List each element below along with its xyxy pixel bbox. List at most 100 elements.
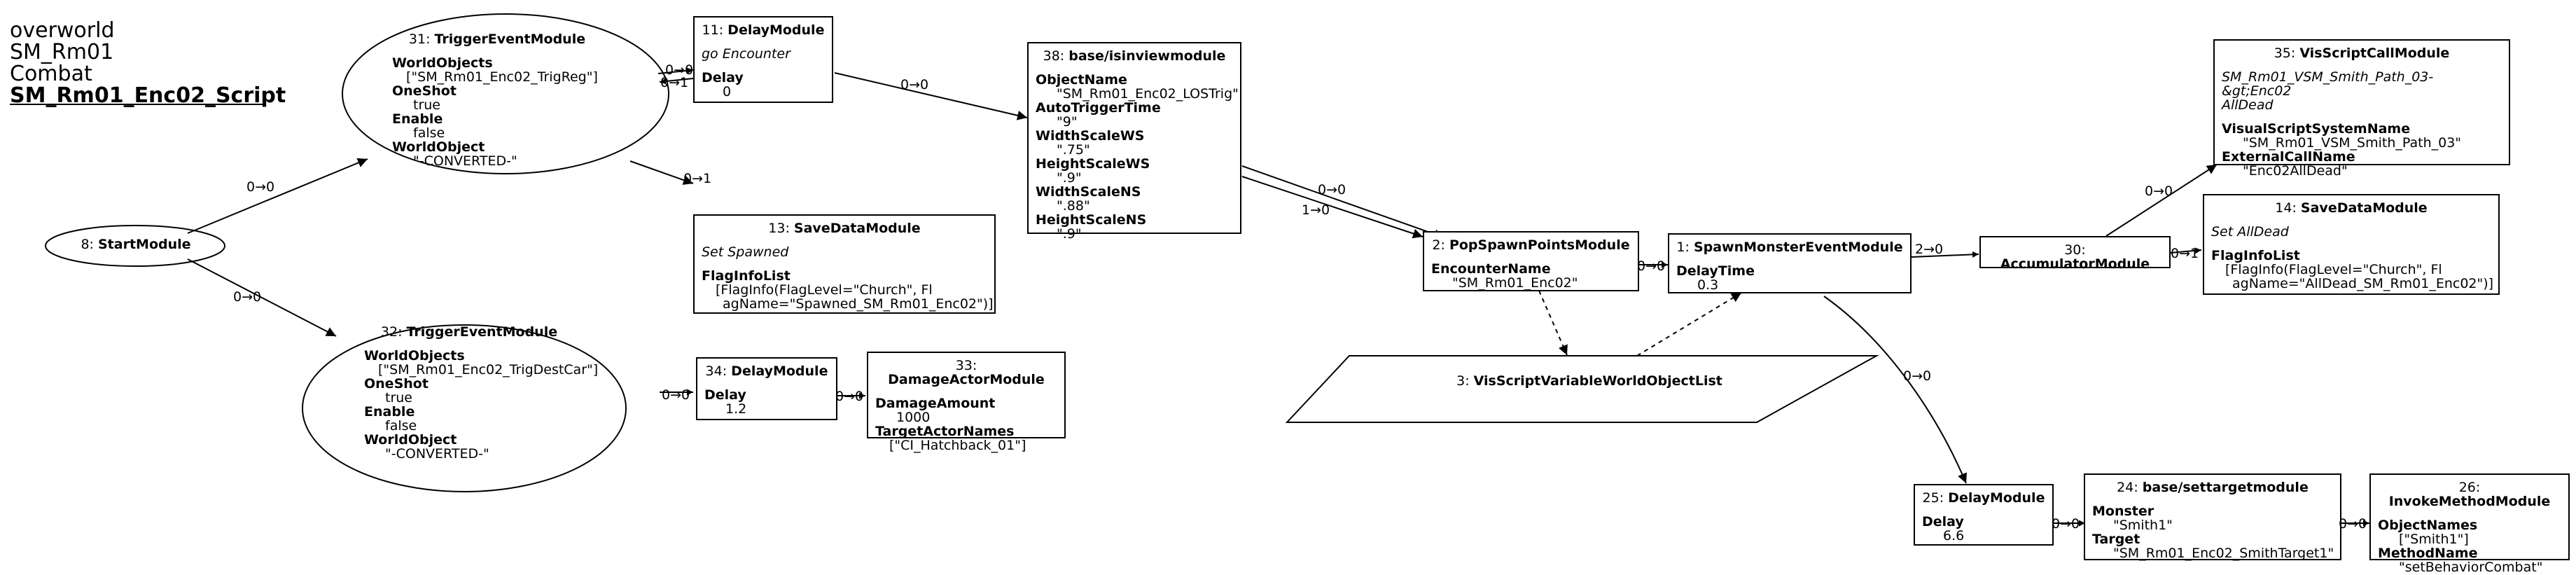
node-38-key-1: ObjectName [1036, 72, 1127, 88]
node-35-id: 35: [2274, 46, 2296, 61]
title-line-2: SM_Rm01 [10, 40, 114, 64]
edge-label-38-2a: 0→0 [1318, 182, 1346, 198]
node-14-key-1: FlagInfoList [2211, 248, 2300, 263]
node-33-val-1: 1000 [896, 410, 931, 425]
node-1-val-1: 0.3 [1697, 277, 1719, 293]
node-14-val-1a: [FlagInfo(FlagLevel="Church", Fl [2225, 262, 2442, 277]
node-8-name: StartModule [98, 237, 191, 252]
node-11-val-1: 0 [723, 84, 732, 99]
node-14-id: 14: [2275, 200, 2297, 216]
node-31-val-4: "-CONVERTED-" [413, 153, 517, 169]
node-25-name: DelayModule [1948, 490, 2045, 506]
node-38-id: 38: [1043, 48, 1065, 64]
node-32-val-3: false [385, 418, 417, 434]
node-11-key-1: Delay [702, 70, 744, 85]
edge-label-8-31: 0→0 [246, 179, 275, 195]
edge-30-35 [2105, 164, 2218, 237]
node-11-name: DelayModule [727, 22, 825, 38]
node-3-shape[interactable] [1285, 355, 1879, 423]
edge-label-30-14: 0→1 [2171, 246, 2199, 261]
node-14[interactable]: 14: SaveDataModule Set AllDead FlagInfoL… [2203, 194, 2500, 295]
node-13-name: SaveDataModule [793, 221, 921, 236]
node-35-val-2: "Enc02AllDead" [2243, 163, 2348, 179]
node-32-key-4: WorldObject [364, 432, 457, 448]
node-8-shape[interactable] [45, 225, 225, 267]
node-13[interactable]: 13: SaveDataModule Set Spawned FlagInfoL… [693, 214, 996, 314]
node-26-id: 26: [2458, 480, 2481, 495]
node-38-val-3: ".75" [1057, 142, 1090, 158]
node-11[interactable]: 11: DelayModule go Encounter Delay 0 [693, 16, 833, 103]
node-33-name: DamageActorModule [888, 372, 1045, 387]
node-2-key-1: EncounterName [1431, 261, 1551, 277]
edge-31-13 [629, 160, 694, 185]
edge-label-11-31: 0→1 [660, 75, 689, 90]
node-2[interactable]: 2: PopSpawnPointsModule EncounterName "S… [1423, 231, 1639, 291]
node-31-key-1: WorldObjects [392, 55, 493, 71]
graph-title: overworld SM_Rm01 Combat SM_Rm01_Enc02_S… [10, 20, 286, 106]
node-3-id: 3: [1456, 373, 1470, 389]
node-33[interactable]: 33: DamageActorModule DamageAmount 1000 … [867, 352, 1066, 452]
title-underline [10, 104, 266, 105]
node-14-comment: Set AllDead [2211, 224, 2289, 240]
node-34-name: DelayModule [731, 363, 828, 379]
node-26-key-1: ObjectNames [2378, 518, 2478, 533]
node-8-id: 8: [81, 237, 94, 252]
node-35-key-2: ExternalCallName [2222, 149, 2355, 165]
node-34-id: 34: [705, 363, 727, 379]
edge-label-25-24: 0→0 [2052, 516, 2080, 532]
node-31-shape[interactable] [342, 13, 669, 174]
node-33-key-1: DamageAmount [875, 396, 996, 411]
node-38[interactable]: 38: base/isinviewmodule ObjectName "SM_R… [1027, 42, 1241, 241]
node-14-name: SaveDataModule [2300, 200, 2428, 216]
edge-30-14 [2170, 247, 2202, 254]
node-31-id: 31: [408, 32, 431, 47]
node-3-label: 3: VisScriptVariableWorldObjectList [1372, 374, 1806, 388]
node-38-key-2: AutoTriggerTime [1036, 100, 1161, 116]
node-1[interactable]: 1: SpawnMonsterEventModule DelayTime 0.3 [1668, 233, 1912, 293]
node-24-key-2: Target [2092, 532, 2140, 547]
node-33-id: 33: [955, 358, 977, 373]
node-25[interactable]: 25: DelayModule Delay 6.6 [1914, 484, 2054, 546]
node-35[interactable]: 35: VisScriptCallModule SM_Rm01_VSM_Smit… [2213, 39, 2510, 178]
node-38-key-5: WidthScaleNS [1036, 184, 1141, 200]
node-34[interactable]: 34: DelayModule Delay 1.2 [696, 357, 837, 420]
node-11-comment: go Encounter [702, 46, 791, 62]
node-24-id: 24: [2117, 480, 2138, 495]
node-32-key-1: WorldObjects [364, 348, 465, 363]
node-31-val-3: false [413, 125, 445, 141]
node-26[interactable]: 26: InvokeMethodModule ObjectNames ["Smi… [2369, 473, 2570, 574]
node-24[interactable]: 24: base/settargetmodule Monster "Smith1… [2084, 473, 2341, 560]
edge-label-1-30: 2→0 [1915, 242, 1944, 257]
node-13-id: 13: [768, 221, 790, 236]
node-38-name: base/isinviewmodule [1068, 48, 1226, 64]
node-13-val-1b: agName="Spawned_SM_Rm01_Enc02")] [723, 296, 994, 312]
edge-1-30 [1911, 251, 1979, 258]
node-38-val-5: ".88" [1057, 198, 1090, 214]
node-32-shape[interactable] [302, 324, 627, 492]
edge-8-31 [187, 158, 368, 234]
title-line-3: Combat [10, 62, 92, 86]
node-31-val-1: ["SM_Rm01_Enc02_TrigReg"] [406, 69, 598, 85]
node-38-val-6: ".9" [1057, 226, 1082, 242]
node-30-id: 30: [2064, 242, 2086, 258]
edge-label-2-1: 0→0 [1637, 258, 1666, 274]
node-13-comment: Set Spawned [702, 244, 789, 260]
edge-31-11 [657, 67, 694, 74]
edge-3-1 [1636, 292, 1742, 356]
node-32-val-4: "-CONVERTED-" [385, 446, 489, 462]
title-line-1: overworld [10, 18, 115, 43]
node-33-val-2: ["CI_Hatchback_01"] [889, 438, 1026, 453]
node-26-key-2: MethodName [2378, 546, 2478, 561]
node-26-name: InvokeMethodModule [2388, 494, 2551, 509]
node-32-val-1: ["SM_Rm01_Enc02_TrigDestCar"] [378, 362, 599, 377]
node-35-val-1: "SM_Rm01_VSM_Smith_Path_03" [2243, 135, 2462, 151]
node-13-key-1: FlagInfoList [702, 268, 791, 284]
node-35-name: VisScriptCallModule [2299, 46, 2450, 61]
node-24-key-1: Monster [2092, 504, 2154, 519]
node-2-name: PopSpawnPointsModule [1449, 237, 1630, 253]
node-26-val-1: ["Smith1"] [2399, 532, 2469, 547]
node-26-val-2: "setBehaviorCombat" [2399, 560, 2543, 575]
node-30[interactable]: 30: AccumulatorModule [1979, 236, 2171, 271]
node-38-val-2: "9" [1057, 114, 1078, 130]
title-line-4: SM_Rm01_Enc02_Script [10, 83, 286, 108]
